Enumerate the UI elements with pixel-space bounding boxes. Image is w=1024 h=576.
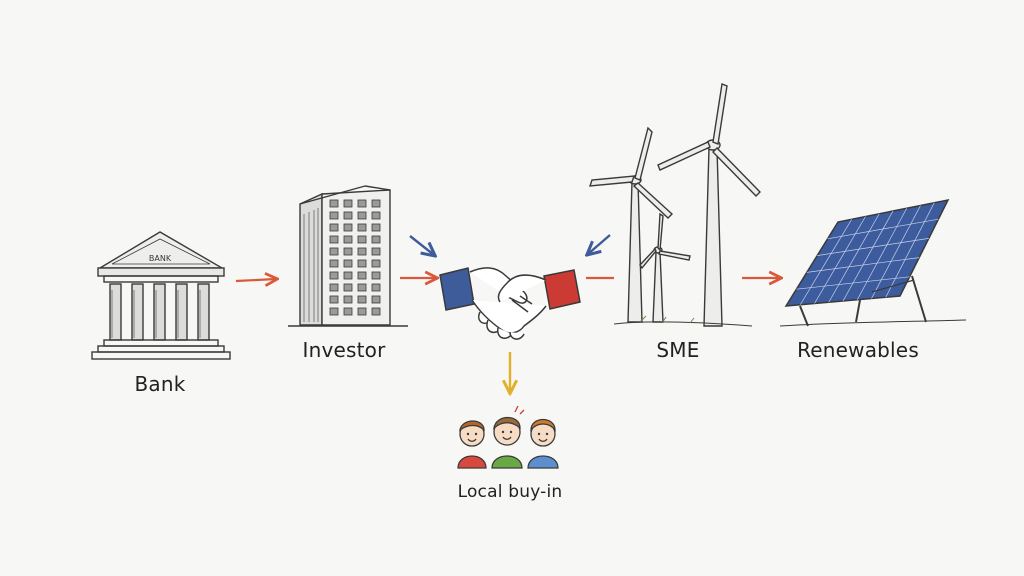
building-window (357, 271, 367, 280)
building-window (329, 307, 339, 316)
sme-label: SME (656, 338, 700, 362)
building-window (329, 211, 339, 220)
building-window (343, 235, 353, 244)
building-window (329, 199, 339, 208)
solar-cell-line (814, 216, 866, 304)
building-window (371, 295, 381, 304)
building-window (343, 271, 353, 280)
building-window (329, 283, 339, 292)
building-window (343, 307, 353, 316)
solar-cell-line (796, 276, 910, 290)
building-window (343, 211, 353, 220)
building-window (371, 247, 381, 256)
building-window (371, 211, 381, 220)
building-window (329, 295, 339, 304)
solar-cell-line (799, 219, 853, 305)
building-window (343, 283, 353, 292)
building-window (357, 199, 367, 208)
building-window (371, 259, 381, 268)
building-window (357, 235, 367, 244)
solar-cell-line (806, 257, 920, 273)
building-window (371, 199, 381, 208)
building-window (357, 295, 367, 304)
arrow-blue-left (409, 235, 434, 255)
solar-cell-line (817, 238, 929, 256)
renewables-label: Renewables (797, 338, 919, 362)
solar-cell-line (842, 210, 894, 302)
investor-label: Investor (302, 338, 386, 362)
building-window (371, 235, 381, 244)
building-window (371, 307, 381, 316)
solar-panel-icon (779, 198, 967, 327)
building-window (329, 247, 339, 256)
building-window (371, 271, 381, 280)
building-window (357, 259, 367, 268)
local-buy-in-label: Local buy-in (457, 482, 563, 502)
solar-cell-line (827, 218, 939, 240)
bank-sign: BANK (149, 254, 172, 263)
handshake-icon (439, 267, 581, 340)
building-window (357, 283, 367, 292)
building-window (343, 223, 353, 232)
people-group-icon (457, 405, 559, 469)
bank-label: Bank (134, 372, 186, 396)
bank-building-icon (91, 231, 231, 360)
building-window (343, 199, 353, 208)
building-window (329, 235, 339, 244)
building-window (329, 259, 339, 268)
building-window (357, 223, 367, 232)
building-window (371, 283, 381, 292)
arrow-blue-right (588, 234, 611, 254)
office-building-icon (288, 185, 408, 327)
building-window (371, 223, 381, 232)
building-window (329, 223, 339, 232)
solar-cell-line (871, 205, 921, 299)
solar-cell-line (856, 208, 908, 300)
building-window (357, 247, 367, 256)
building-window (343, 247, 353, 256)
arrow-bank-to-investor (235, 279, 276, 281)
building-window (357, 307, 367, 316)
solar-cell-line (828, 213, 880, 303)
solar-cell-line (885, 202, 935, 298)
building-window (329, 271, 339, 280)
building-window (343, 295, 353, 304)
building-window (357, 211, 367, 220)
wind-turbines-icon (588, 83, 761, 327)
building-window (343, 259, 353, 268)
